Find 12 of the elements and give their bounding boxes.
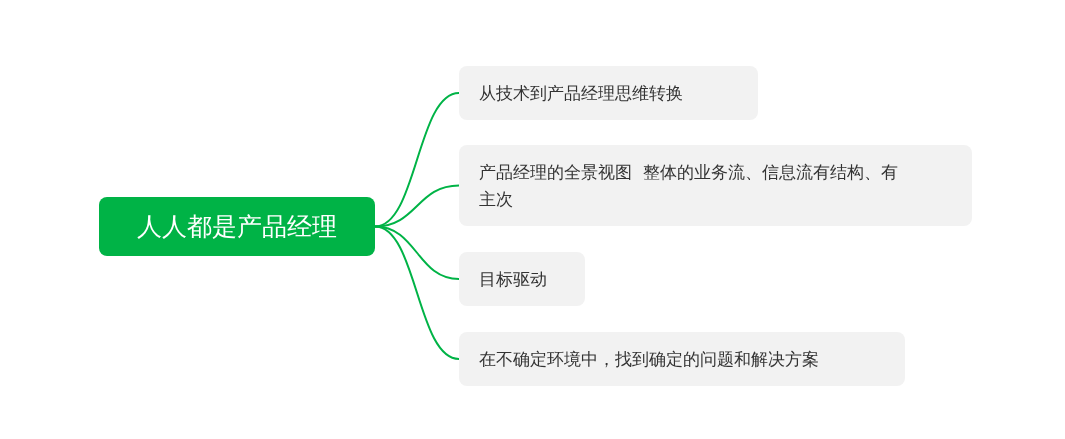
topic-text: 产品经理的全景视图 整体的业务流、信息流有结构、有主次 — [479, 161, 899, 211]
topic-text: 目标驱动 — [479, 267, 547, 291]
subtopic-box — [459, 66, 758, 120]
topic-title: 人人都是产品经理 — [137, 211, 337, 243]
subtopic-box — [459, 252, 585, 306]
branch-line — [374, 184, 460, 228]
branch-line — [374, 225, 460, 360]
central-topic-box — [99, 197, 375, 256]
subtopic-box — [459, 145, 972, 226]
topic-text: 从技术到产品经理思维转换 — [479, 81, 683, 105]
subtopic-box — [459, 332, 905, 386]
topic-text: 在不确定环境中，找到确定的问题和解决方案 — [479, 347, 819, 371]
